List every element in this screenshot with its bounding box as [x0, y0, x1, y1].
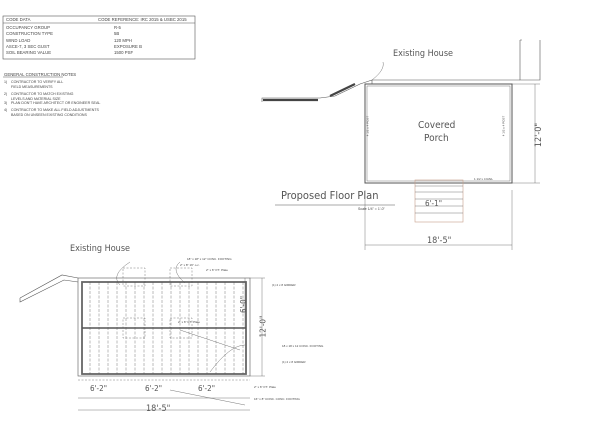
dim-bay-1: 6'-2" [90, 384, 108, 393]
dim-total: 18'-5" [146, 404, 171, 414]
code-table-header-right: CODE REFERENCE: IRC 2015 & USBC 2015 [98, 17, 187, 22]
note-line-1: CONTRACTOR TO MAKE ALL FIELD ADJUSTMENTS [11, 108, 99, 112]
note-number: 1) [4, 80, 8, 84]
note-line-2: BASED ON UNSEEN EXISTING CONDITIONS [11, 113, 87, 117]
code-row-value: 1500 PSF [114, 50, 134, 56]
room-label-porch: Porch [424, 133, 449, 144]
width-dimension: 18'-5" [427, 236, 452, 246]
note-line-1: CONTRACTOR TO VERIFY ALL [11, 80, 64, 84]
code-row-label: OCCUPANCY GROUP [6, 25, 51, 30]
note-number: 4) [4, 108, 8, 112]
callout-joists: 2" x 8" 16" o.c. [180, 263, 200, 267]
callout-girder-top: (1) 2 x 8 GIRDER [272, 283, 296, 287]
code-row-value: 5B [114, 31, 120, 37]
dim-bay-3: 6'-2" [198, 384, 216, 393]
note-line-2: LEVELS AND MATERIAL SIZE [11, 97, 61, 101]
post-note-right: 4 1/2 x 4 POST [501, 115, 506, 137]
callout-girder-bottom: (1) 2 x 8 GIRDER [282, 360, 306, 364]
top-plan [261, 39, 541, 250]
code-row-value: R-5 [114, 25, 121, 30]
plan-title: Proposed Floor Plan [281, 189, 379, 202]
callout-plate-bottom: 2" x 6" P.T. Plate [254, 385, 276, 389]
callout-footing-top: 18" x 18" x 12" CONC. FOOTING [187, 257, 232, 261]
note-line-2: FIELD MEASUREMENTS [11, 85, 53, 89]
depth-dimension: 12'-0" [534, 122, 545, 148]
notes-title: GENERAL CONSTRUCTION NOTES [4, 72, 77, 77]
post-note-left: 4 1/2 x 4 POST [365, 115, 370, 137]
code-row-label: CONSTRUCTION TYPE [6, 31, 53, 37]
callout-footing-bottom: 16" x 8" CONC. CONC. FOOTING [254, 397, 300, 401]
stair-dimension: 6'-1" [425, 199, 443, 208]
code-row-value: 120 MPH [114, 37, 132, 43]
code-row-label: SOIL BEARING VALUE [6, 50, 52, 56]
code-table-border [2, 15, 196, 60]
code-table-header-left: CODE DATA [6, 17, 31, 22]
note-number: 3) [4, 101, 8, 105]
dim-bay-2: 6'-2" [145, 384, 163, 393]
bottom-existing-house-label: Existing House [70, 244, 131, 254]
code-row-label: ASCE-7, 3 SEC GUST [6, 43, 50, 49]
note-number: 2) [4, 92, 8, 96]
code-row-label: WIND LOAD [6, 37, 31, 43]
room-label-covered: Covered [418, 120, 456, 131]
callout-plate-top: 2" x 6" P.T. Plate [206, 268, 228, 272]
framing-plan [19, 261, 265, 411]
dim-right-half: 6'-0" [239, 295, 249, 314]
top-existing-house-label: Existing House [393, 49, 454, 59]
code-row-value: EXPOSURE B [114, 43, 142, 49]
note-line-1: PLAN DON'T HAVE ARCHITECT OR ENGINEER SE… [11, 101, 101, 105]
note-line-1: CONTRACTOR TO MATCH EXISTING [11, 92, 74, 96]
dim-right-total: 12'-0" [258, 315, 268, 338]
plan-scale: Scale 1/4" = 1'-0" [358, 207, 385, 211]
callout-footing-mid: 18 x 18 x 12 CONC. FOOTING [282, 344, 324, 348]
rail-note: 1 1/2 x 4 RAIL [474, 177, 494, 181]
callout-plate-mid: 2" x 6" P.T. Plate [178, 320, 200, 324]
